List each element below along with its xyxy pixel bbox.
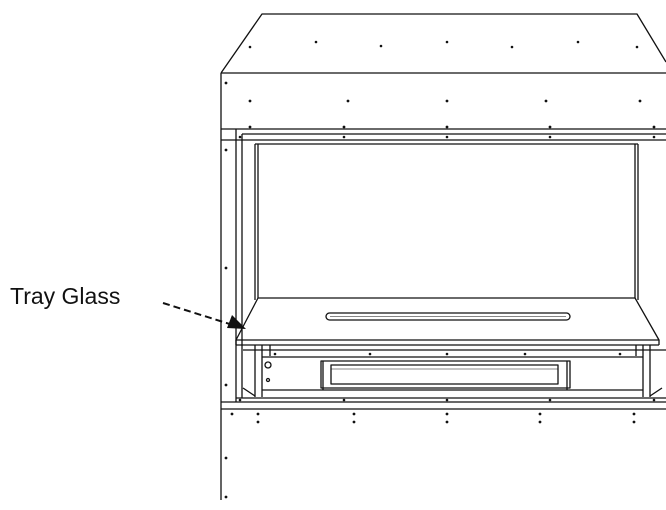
- burner-slot: [325, 312, 571, 321]
- burner-assembly: [242, 345, 666, 397]
- firebox-back-panel: [254, 143, 639, 300]
- tray-glass: [235, 297, 660, 346]
- lower-facing-band: [221, 397, 666, 410]
- top-hood: [220, 13, 666, 74]
- leader-arrowhead: [227, 315, 246, 329]
- callout-label-tray-glass: Tray Glass: [10, 283, 121, 309]
- opening-frame: [235, 129, 666, 402]
- tray-glass-leader: [162, 302, 246, 329]
- fastener-dots: [224, 40, 656, 499]
- upper-facing-band: [221, 128, 666, 141]
